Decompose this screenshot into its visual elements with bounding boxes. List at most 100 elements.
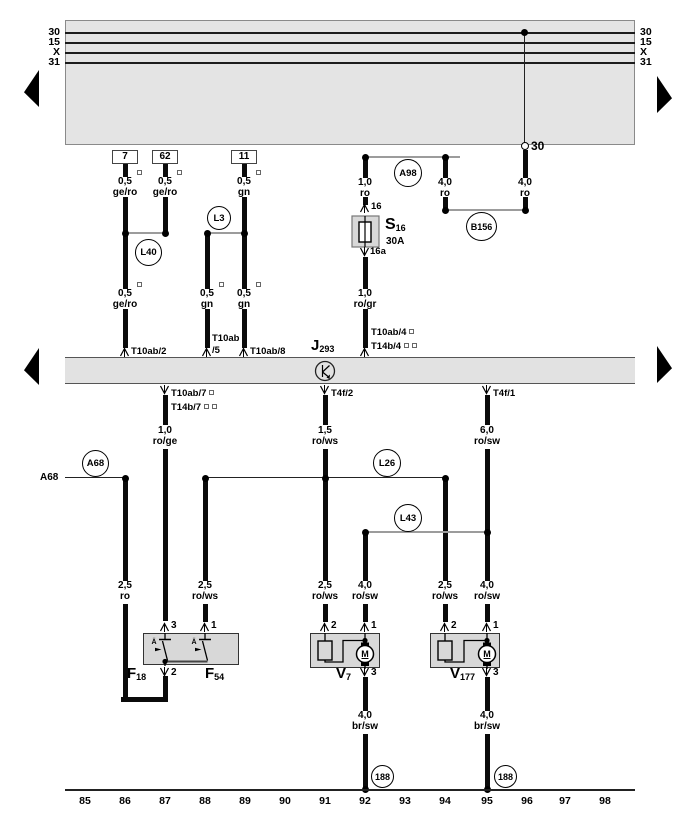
fuse-s16-symbol [351, 215, 380, 248]
link-ring-L43: L43 [394, 504, 422, 532]
link-ring-L26: L26 [373, 449, 401, 477]
pin-number: 1 [493, 620, 499, 631]
pin-arrow-down-icon [359, 667, 370, 677]
grid-number: 98 [599, 795, 611, 807]
terminal-label: /5 [212, 345, 220, 356]
page-continuation-arrow-left-mid [24, 348, 39, 385]
grid-number: 88 [199, 795, 211, 807]
supply-rail-panel [65, 20, 635, 145]
ground-rail [65, 789, 635, 791]
terminal-label: T14b/4 [371, 341, 418, 352]
rail-30 [65, 32, 635, 34]
wire-segment [163, 164, 168, 177]
pin-number: 3 [171, 620, 177, 631]
junction-dot [362, 154, 369, 161]
wire-segment [123, 164, 128, 177]
component-label-V177: V177 [450, 665, 476, 682]
page-continuation-arrow-right-mid [657, 346, 672, 383]
rail-label-15-right: 15 [640, 36, 652, 48]
junction-dot [162, 230, 169, 237]
v7-internals: M [317, 633, 375, 669]
rail-label-31-left: 31 [48, 56, 60, 68]
grid-number: 92 [359, 795, 371, 807]
rail-label-31-right: 31 [640, 56, 652, 68]
wire-segment [443, 604, 448, 622]
pin-number: 3 [493, 667, 499, 678]
pin-arrow-up-icon [319, 622, 330, 632]
grid-number: 91 [319, 795, 331, 807]
component-label-F18: F18 [127, 665, 147, 682]
link-ring-L3: L3 [207, 206, 231, 230]
wire-segment [363, 604, 368, 622]
wire-segment [163, 449, 168, 621]
terminal-label: T4f/1 [493, 388, 516, 399]
link-ring-B156: B156 [466, 212, 497, 241]
terminal-label: T10ab/2 [131, 346, 167, 357]
rail-label-X-right: X [640, 46, 648, 58]
pin-arrow-up-icon [199, 622, 210, 632]
fuse-terminal-16a: 16a [370, 246, 386, 257]
bus-connection-k-icon [314, 360, 336, 382]
connector-pin-7: 7 [112, 150, 138, 164]
wire-segment [203, 604, 208, 622]
grid-number: 95 [481, 795, 493, 807]
junction-dot [484, 529, 491, 536]
wire-segment [523, 150, 528, 178]
marker-square-icon [404, 343, 410, 348]
terminal-label: T10ab/8 [250, 346, 286, 357]
link-ring-L40: L40 [135, 239, 162, 266]
wire-segment [363, 157, 368, 178]
wire-segment [242, 309, 247, 348]
terminal-label: T10ab [212, 333, 240, 344]
page-continuation-arrow-left-top [24, 70, 39, 107]
page-continuation-arrow-right-top [657, 76, 672, 113]
terminal-arrow-up-icon [359, 347, 370, 357]
marker-square-icon [256, 170, 261, 175]
pin-number: 1 [371, 620, 377, 631]
component-label-S16: S16 [385, 216, 406, 233]
junction-dot [522, 207, 529, 214]
wire-segment [363, 677, 368, 711]
svg-text:Ä: Ä [191, 638, 196, 646]
terminal-arrow-up-icon [119, 347, 130, 357]
rail-label-30-left: 30 [48, 26, 60, 38]
junction-dot [442, 475, 449, 482]
wire-segment [363, 197, 368, 205]
grid-number: 96 [521, 795, 533, 807]
wire-segment [443, 478, 448, 581]
link-line-L3 [207, 232, 244, 234]
fuse-rating-label: 30A [386, 236, 405, 247]
terminal-arrow-down-icon [359, 247, 370, 257]
wire-segment [363, 257, 368, 289]
wire-segment [123, 309, 128, 348]
svg-text:M: M [361, 649, 369, 659]
terminal-arrow-up-icon [201, 347, 212, 357]
wire-segment [485, 604, 490, 622]
terminal-label: T4f/2 [331, 388, 354, 399]
wire-segment [323, 604, 328, 622]
ground-ring-188-right: 188 [494, 765, 517, 788]
marker-square-icon [137, 170, 142, 175]
wire-segment [163, 395, 168, 425]
v177-internals: M [437, 633, 497, 669]
marker-square-icon [209, 390, 215, 395]
terminal-arrow-down-icon [319, 385, 330, 395]
a68-wire-label: A68 [40, 472, 59, 483]
junction-dot [204, 230, 211, 237]
grid-number: 87 [159, 795, 171, 807]
terminal-arrow-up-icon [359, 203, 370, 213]
junction-dot [122, 475, 129, 482]
wire-segment [242, 197, 247, 289]
j293-bus-bar [65, 357, 635, 384]
